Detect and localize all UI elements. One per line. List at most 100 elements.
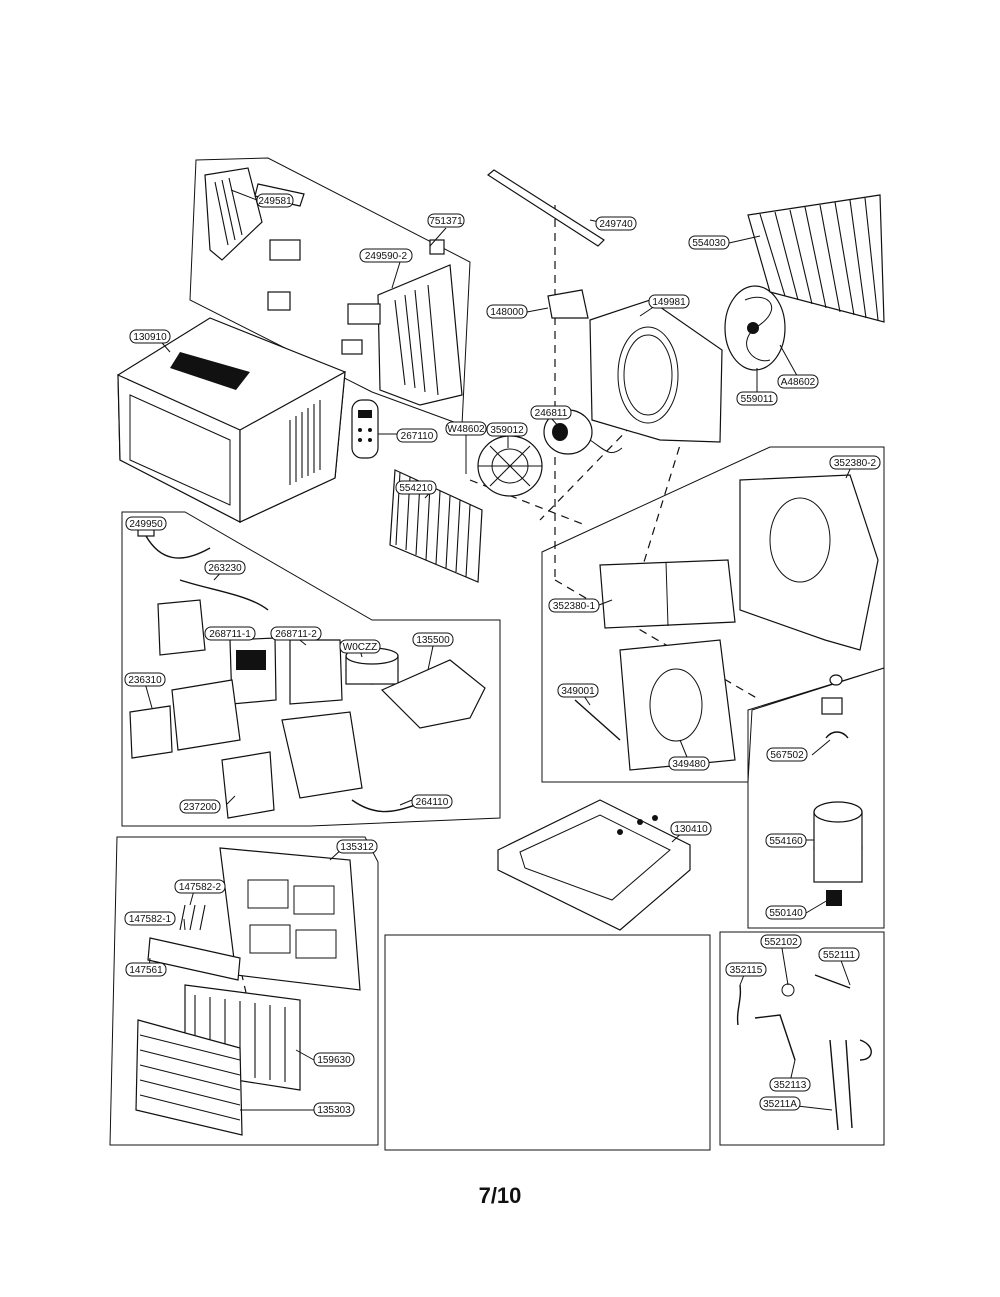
blower-wheel bbox=[477, 435, 543, 497]
part-label: 352113 bbox=[769, 1077, 811, 1092]
part-label: 554210 bbox=[395, 480, 437, 495]
power-cord bbox=[137, 525, 269, 611]
part-label: 135303 bbox=[313, 1102, 355, 1117]
part-label: 35211A bbox=[759, 1096, 801, 1111]
condenser-coil bbox=[747, 194, 885, 323]
seal-strip bbox=[486, 169, 605, 247]
part-label-text: W48602 bbox=[447, 424, 485, 435]
compressor-group-outline bbox=[747, 667, 885, 929]
blank-section-outline bbox=[384, 934, 711, 1151]
part-label-text: 349001 bbox=[561, 686, 595, 697]
part-label-text: 149981 bbox=[652, 297, 686, 308]
part-label: W48602 bbox=[445, 421, 487, 436]
part-label: 147582-1 bbox=[124, 911, 176, 926]
pcb-boards bbox=[157, 599, 343, 705]
part-label-text: 249590-2 bbox=[365, 251, 408, 262]
part-label: 268711-2 bbox=[270, 626, 322, 641]
condenser-fan-blade bbox=[724, 285, 786, 371]
part-label: 352380-1 bbox=[548, 598, 600, 613]
part-label-text: 352380-1 bbox=[553, 601, 596, 612]
blower-housing bbox=[574, 474, 879, 771]
part-label: 130910 bbox=[129, 329, 171, 344]
side-curtain-panels bbox=[204, 167, 463, 406]
part-label-text: 236310 bbox=[128, 675, 162, 686]
front-grille bbox=[135, 1019, 243, 1136]
part-label: 249740 bbox=[595, 216, 637, 231]
part-label: 349480 bbox=[668, 756, 710, 771]
part-label-text: 554210 bbox=[399, 483, 433, 494]
fan-motor bbox=[543, 409, 623, 455]
part-label: 552111 bbox=[818, 947, 860, 962]
part-label: 352380-2 bbox=[829, 455, 881, 470]
part-label-text: 135312 bbox=[340, 842, 374, 853]
part-label: A48602 bbox=[777, 374, 819, 389]
page-number: 7/10 bbox=[478, 1183, 522, 1208]
cabinet bbox=[117, 317, 346, 523]
part-label: 246811 bbox=[530, 405, 572, 420]
part-label-text: 554160 bbox=[769, 836, 803, 847]
fan-shroud bbox=[547, 289, 723, 443]
part-label-text: 237200 bbox=[183, 802, 217, 813]
part-label-text: 267110 bbox=[401, 431, 434, 442]
part-label: W0CZZ bbox=[339, 639, 381, 654]
part-label-text: 554030 bbox=[692, 238, 726, 249]
part-label: 249590-2 bbox=[359, 248, 413, 263]
control-box-group-outline bbox=[121, 511, 501, 827]
part-label: 264110 bbox=[411, 794, 453, 809]
part-label: 349001 bbox=[557, 683, 599, 698]
part-label-text: A48602 bbox=[781, 377, 816, 388]
part-label: 130410 bbox=[670, 821, 712, 836]
part-label: 567502 bbox=[766, 747, 808, 762]
part-label-text: 751371 bbox=[429, 216, 463, 227]
part-label: 554030 bbox=[688, 235, 730, 250]
louvers bbox=[147, 904, 241, 981]
part-label: 147561 bbox=[125, 962, 167, 977]
control-cover bbox=[129, 659, 486, 819]
part-label-text: 147582-1 bbox=[129, 914, 172, 925]
part-label: 268711-1 bbox=[204, 626, 256, 641]
part-label-text: 352113 bbox=[774, 1080, 807, 1091]
part-number-labels: 249581 751371 249590-2 130910 267110 249… bbox=[124, 193, 881, 1117]
part-label: 135500 bbox=[412, 632, 454, 647]
part-label: 237200 bbox=[179, 799, 221, 814]
part-label-text: 352380-2 bbox=[834, 458, 877, 469]
part-label-text: 249581 bbox=[258, 196, 292, 207]
part-label: 147582-2 bbox=[174, 879, 226, 894]
part-label: 249581 bbox=[256, 193, 294, 208]
part-label-text: 268711-2 bbox=[275, 629, 317, 640]
tubing-group-outline bbox=[719, 931, 885, 1146]
part-label: 554160 bbox=[765, 833, 807, 848]
part-label-text: 159630 bbox=[317, 1055, 351, 1066]
part-label: 359012 bbox=[486, 422, 528, 437]
part-label: 249950 bbox=[125, 516, 167, 531]
part-label-text: 130910 bbox=[133, 332, 167, 343]
part-label-text: 135500 bbox=[416, 635, 450, 646]
part-label-text: 249740 bbox=[599, 219, 633, 230]
compressor bbox=[813, 674, 863, 906]
part-label-text: 550140 bbox=[769, 908, 803, 919]
part-label-text: 567502 bbox=[770, 750, 804, 761]
part-label-text: 268711-1 bbox=[209, 629, 251, 640]
part-label: 751371 bbox=[427, 213, 465, 228]
part-label: 559011 bbox=[736, 391, 778, 406]
part-label-text: 246811 bbox=[535, 408, 568, 419]
part-label-text: 249950 bbox=[129, 519, 163, 530]
capacitor bbox=[345, 647, 399, 685]
part-label: 159630 bbox=[313, 1052, 355, 1067]
part-label: 263230 bbox=[204, 560, 246, 575]
front-panel bbox=[219, 847, 361, 991]
part-label-text: 552102 bbox=[764, 937, 798, 948]
part-label: 267110 bbox=[396, 428, 438, 443]
part-label-text: 263230 bbox=[208, 563, 242, 574]
part-label-text: 147561 bbox=[129, 965, 163, 976]
part-label-text: 559011 bbox=[741, 394, 774, 405]
blower-housing-group-outline bbox=[541, 446, 885, 783]
part-label: 135312 bbox=[336, 839, 378, 854]
part-label-text: 148000 bbox=[490, 307, 524, 318]
remote-control bbox=[351, 399, 379, 459]
refrigerant-tubing bbox=[736, 974, 872, 1131]
part-label-text: 352115 bbox=[730, 965, 763, 976]
part-label-text: 552111 bbox=[823, 950, 855, 961]
part-label: 148000 bbox=[486, 304, 528, 319]
